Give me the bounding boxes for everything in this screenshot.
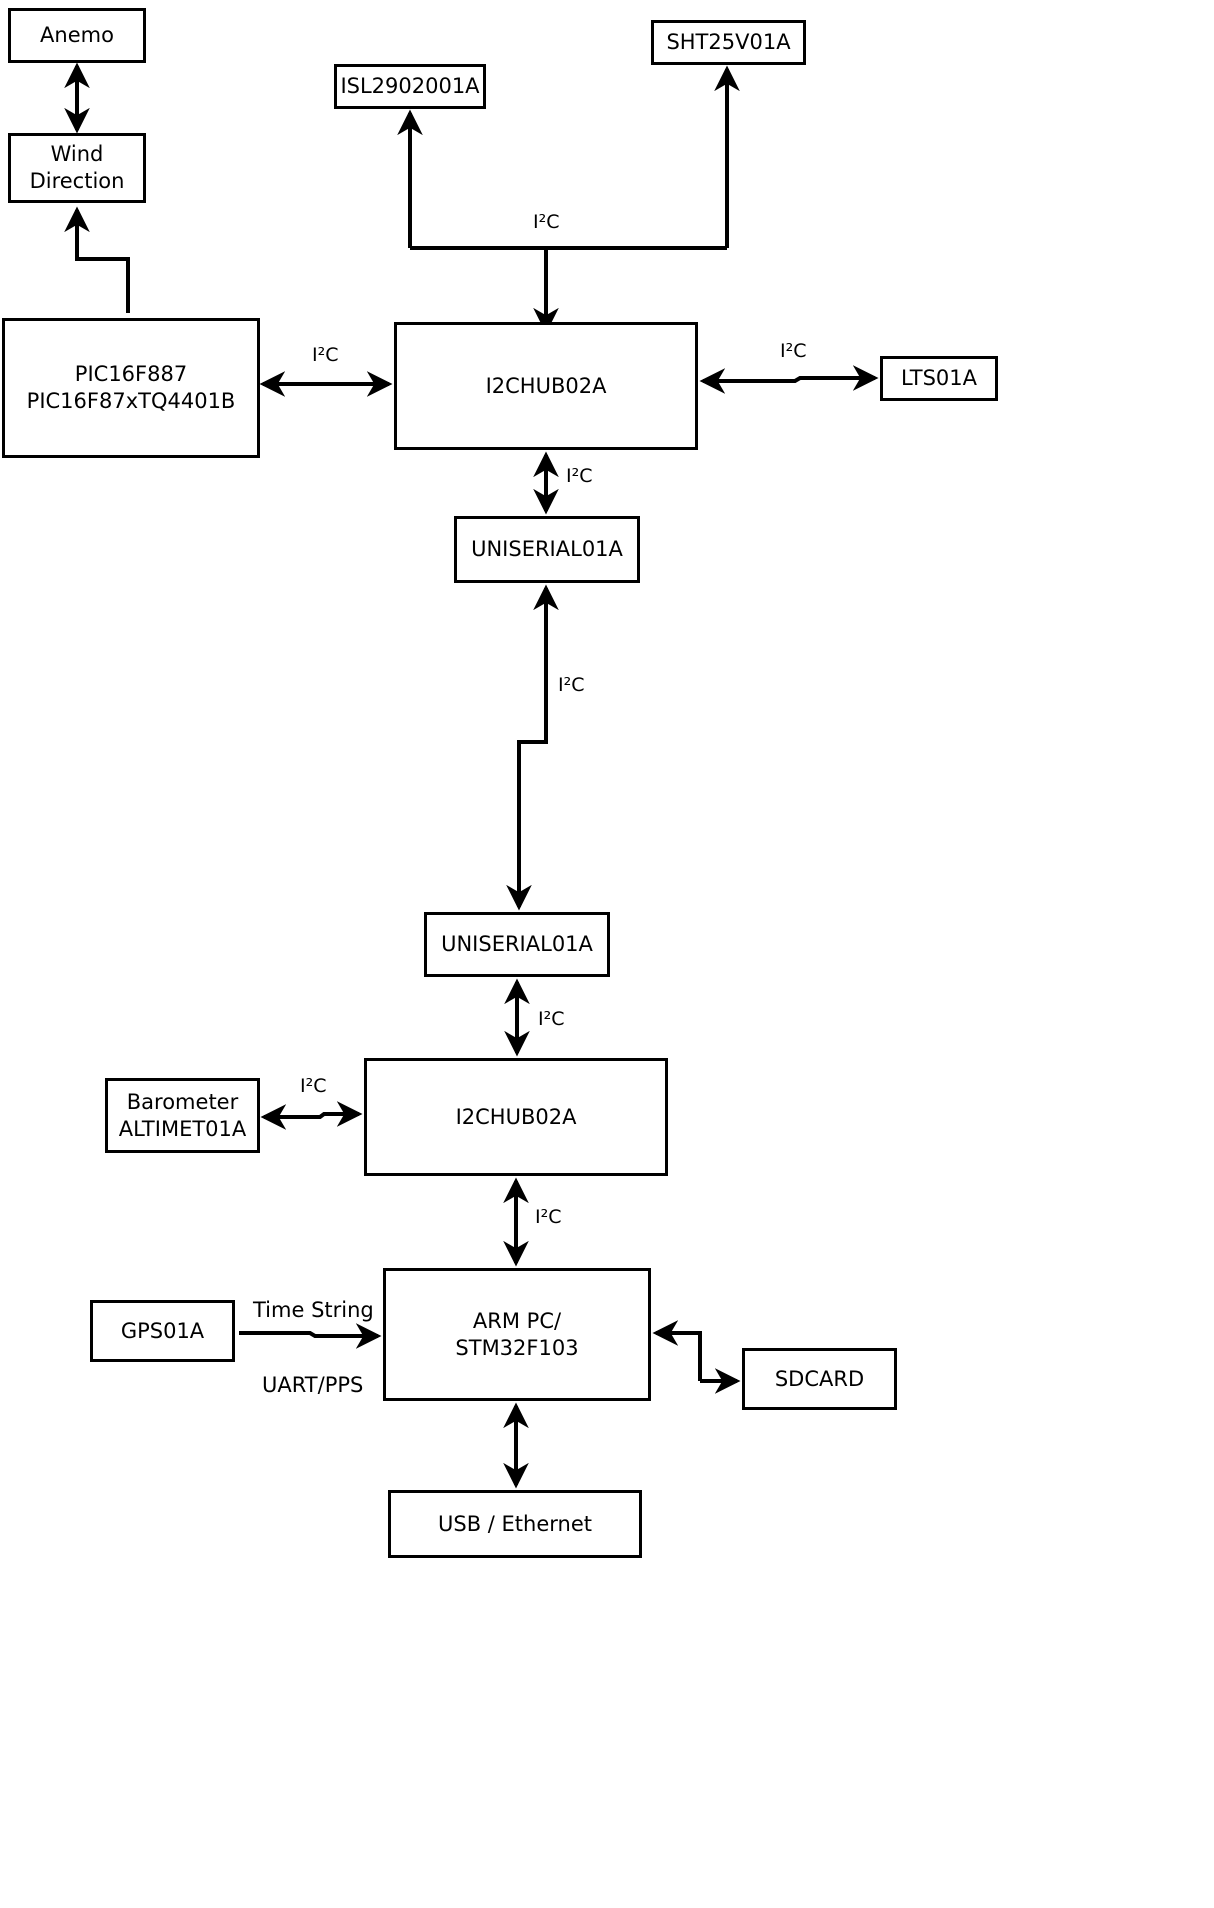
edge-hubtop-lts	[699, 365, 879, 394]
node-isl2902001a[interactable]: ISL2902001A	[334, 64, 486, 109]
node-sht25v01a[interactable]: SHT25V01A	[651, 20, 806, 65]
edge-barometer-hubbottom	[260, 1101, 363, 1130]
node-i2chub02a-bottom[interactable]: I2CHUB02A	[364, 1058, 668, 1176]
edge-label-i2c-hub-lts: I²C	[780, 340, 807, 362]
node-sdcard[interactable]: SDCARD	[742, 1348, 897, 1410]
node-usb-ethernet[interactable]: USB / Ethernet	[388, 1490, 642, 1558]
edge-label-i2c-pic-hub: I²C	[312, 344, 339, 366]
edge-label-time-string: Time String	[253, 1298, 374, 1322]
edge-pic-wind	[64, 206, 130, 313]
edge-label-uart-pps: UART/PPS	[262, 1373, 364, 1397]
node-uniserial01a-bottom[interactable]: UNISERIAL01A	[424, 912, 610, 977]
node-uniserial01a-top[interactable]: UNISERIAL01A	[454, 516, 640, 583]
node-barometer-altimet01a[interactable]: Barometer ALTIMET01A	[105, 1078, 260, 1153]
node-anemo[interactable]: Anemo	[8, 8, 146, 63]
edge-unitop-unibottom	[506, 584, 559, 911]
node-i2chub02a-top[interactable]: I2CHUB02A	[394, 322, 698, 450]
edge-arm-sdcard-in	[652, 1320, 702, 1381]
edge-label-i2c-uniserial-uniserial: I²C	[558, 674, 585, 696]
node-arm-pc-stm32f103[interactable]: ARM PC/ STM32F103	[383, 1268, 651, 1401]
node-wind-direction[interactable]: Wind Direction	[8, 133, 146, 203]
node-lts01a[interactable]: LTS01A	[880, 356, 998, 401]
edge-label-i2c-uniserial-hub: I²C	[538, 1008, 565, 1030]
edge-label-i2c-top-bus: I²C	[533, 211, 560, 233]
edge-label-i2c-hub-uniserial: I²C	[566, 465, 593, 487]
node-gps01a[interactable]: GPS01A	[90, 1300, 235, 1362]
node-pic-mcu[interactable]: PIC16F887 PIC16F87xTQ4401B	[2, 318, 260, 458]
edge-gps-arm	[239, 1323, 382, 1349]
edge-label-i2c-hub-arm: I²C	[535, 1206, 562, 1228]
edge-label-i2c-barometer-hub: I²C	[300, 1075, 327, 1097]
